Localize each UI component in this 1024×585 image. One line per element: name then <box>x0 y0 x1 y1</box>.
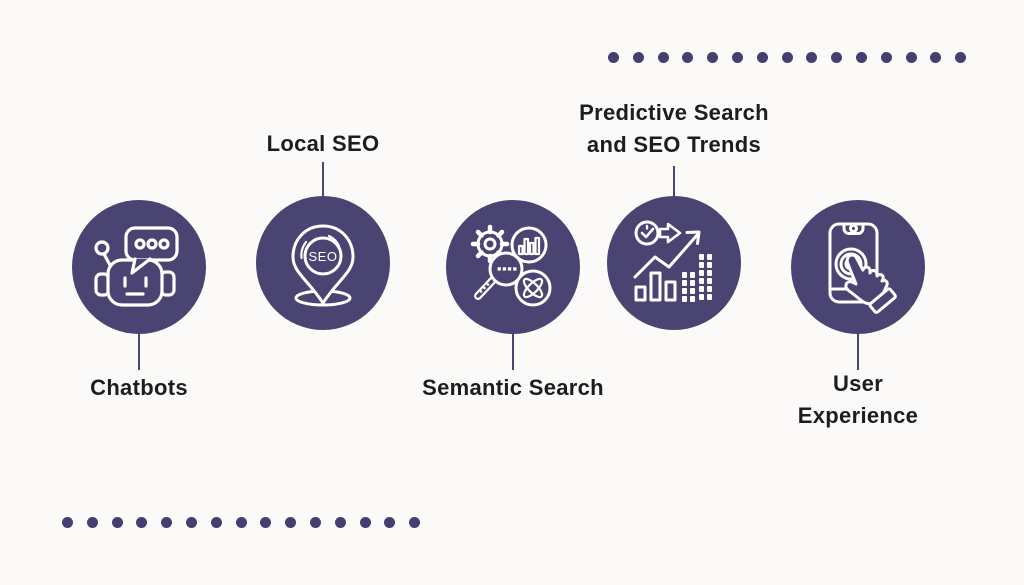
dot <box>905 52 917 63</box>
dot <box>86 517 98 528</box>
dot <box>632 52 644 63</box>
dot <box>309 517 321 528</box>
predictive-search-label: Predictive Search and SEO Trends <box>579 100 769 157</box>
bottom-dotted-line <box>62 517 421 528</box>
dot <box>334 517 346 528</box>
dot <box>384 517 396 528</box>
predictive-search-circle <box>607 196 741 330</box>
pin-seo-text: SEO <box>309 249 338 264</box>
dot <box>831 52 843 63</box>
dot <box>756 52 768 63</box>
dot <box>657 52 669 63</box>
dot <box>955 52 967 63</box>
dot <box>185 517 197 528</box>
dot <box>880 52 892 63</box>
dot <box>731 52 743 63</box>
chatbots-circle <box>72 200 206 334</box>
semantic-search-label: Semantic Search <box>422 375 604 400</box>
dot <box>707 52 719 63</box>
chatbots-connector-line <box>138 334 140 370</box>
dot <box>161 517 173 528</box>
local-seo-connector-line <box>322 162 324 196</box>
dot <box>210 517 222 528</box>
mobile-touch-hand-icon <box>828 222 897 314</box>
dot <box>409 517 421 528</box>
chatbot-robot-icon <box>94 226 179 307</box>
local-seo-label: Local SEO <box>266 131 380 156</box>
user-experience-label: User Experience <box>797 371 919 428</box>
seo-location-pin-icon: SEO <box>291 224 355 307</box>
semantic-search-magnifier-icon <box>470 224 552 307</box>
dot <box>111 517 123 528</box>
user-experience-connector-line <box>857 334 859 370</box>
dot <box>235 517 247 528</box>
dot <box>781 52 793 63</box>
dot <box>62 517 73 528</box>
semantic-search-connector-line <box>512 334 514 370</box>
dot <box>930 52 942 63</box>
dot <box>608 52 619 63</box>
dot <box>806 52 818 63</box>
dot <box>136 517 148 528</box>
dot <box>260 517 272 528</box>
top-dotted-line <box>608 52 967 63</box>
dot <box>855 52 867 63</box>
trend-growth-chart-icon <box>633 220 712 302</box>
semantic-search-circle <box>446 200 580 334</box>
dot <box>682 52 694 63</box>
predictive-search-connector-line <box>673 166 675 196</box>
dot <box>359 517 371 528</box>
local-seo-circle: SEO <box>256 196 390 330</box>
dot <box>285 517 297 528</box>
user-experience-circle <box>791 200 925 334</box>
chatbots-label: Chatbots <box>90 375 188 400</box>
